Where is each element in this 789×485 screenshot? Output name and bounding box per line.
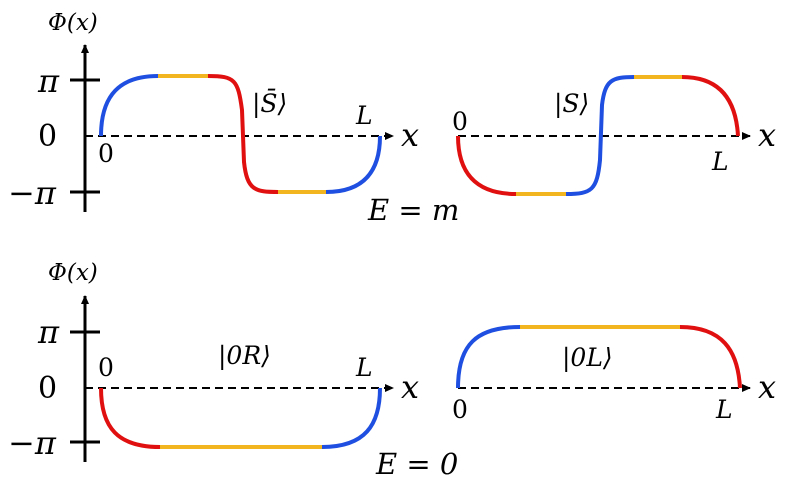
bottom-right-x-label: x [758,368,776,406]
top-right-ket-label: |S⟩ [554,89,589,119]
bottom-left-curve-blue [321,387,382,449]
top-left-curve-blue-end [325,135,382,194]
top-tick-label-minus-pi: −π [8,174,57,212]
bottom-tick-label-zero: 0 [38,371,57,406]
top-right-x-label: x [758,116,776,154]
bottom-right-end-label: L [715,395,733,424]
bottom-right-curve-blue [456,325,521,389]
bottom-left-origin-label: 0 [98,353,114,382]
top-left-end-label: L [355,101,373,130]
bottom-left-ket-label: |0R⟩ [218,341,271,371]
top-left-x-label: x [401,116,419,154]
top-tick-label-pi: π [37,62,60,100]
top-right-origin-label: 0 [452,107,468,136]
top-left-curve-blue-start [99,74,159,137]
top-right-curve-red-end [681,75,740,137]
top-tick-label-zero: 0 [38,119,57,154]
bottom-left-curve-red [99,387,161,449]
bottom-energy-label: E = 0 [375,447,458,481]
top-y-axis-label: Φ(x) [48,10,98,36]
bottom-right-origin-label: 0 [452,395,468,424]
top-left-ket-label: |S̄⟩ [252,89,287,119]
top-right-curve-red-start [456,135,517,196]
top-right-curve-blue-rise [565,75,635,196]
bottom-right-ket-label: |0L⟩ [562,343,613,373]
bottom-left-end-label: L [355,353,373,382]
bottom-left-x-label: x [401,368,419,406]
top-left-curve-red-drop [207,74,279,194]
bottom-tick-label-pi: π [37,313,60,351]
bottom-tick-label-minus-pi: −π [8,424,57,462]
bottom-panel: Φ(x) π 0 −π x 0 L |0R⟩ x 0 L |0L⟩ E = 0 [8,260,776,481]
top-right-end-label: L [711,147,729,176]
top-left-origin-label: 0 [98,139,114,168]
top-panel: Φ(x) π 0 −π x 0 L |S̄⟩ x 0 L |S⟩ E = m [8,10,776,227]
bottom-right-curve-red [679,325,742,389]
top-energy-label: E = m [367,193,459,227]
bottom-y-axis-label: Φ(x) [48,260,98,286]
